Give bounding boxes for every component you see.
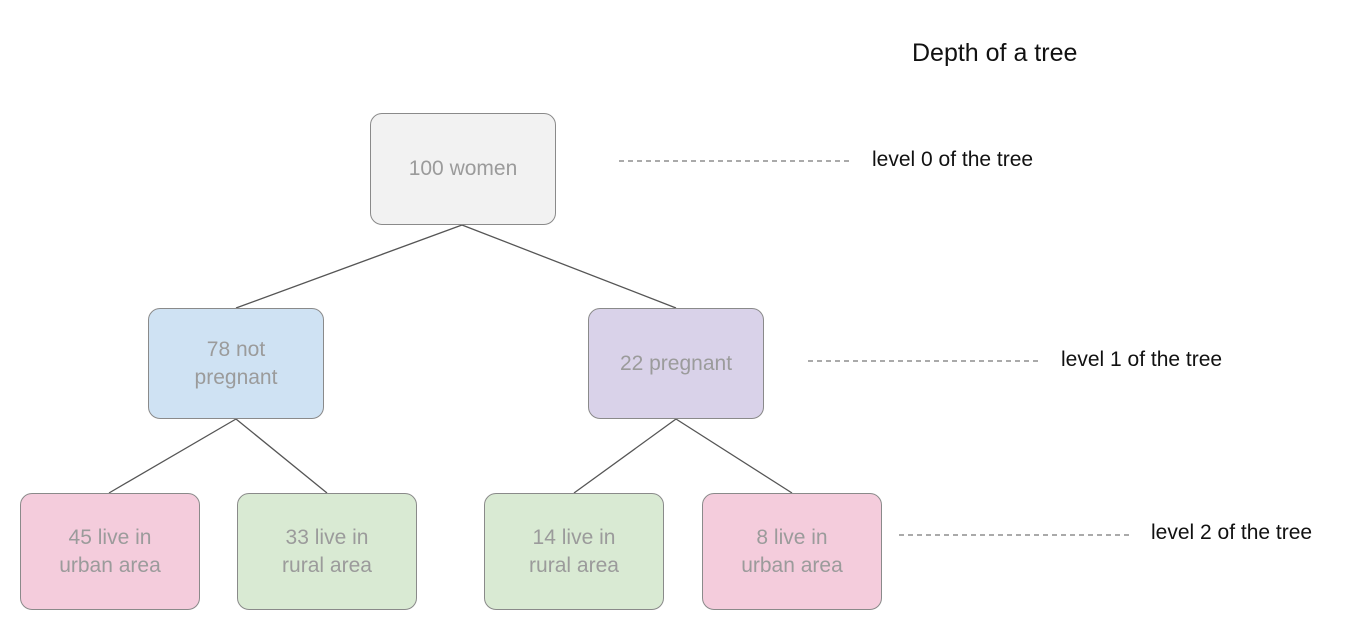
edge-root-to-pregnant xyxy=(461,224,677,309)
edge-pregnant-to-rural xyxy=(573,418,677,494)
node-not-pregnant-label: 78 not pregnant xyxy=(194,337,278,389)
node-not-pregnant-urban: 45 live in urban area xyxy=(20,493,200,610)
level-2-label: level 2 of the tree xyxy=(1151,521,1313,544)
node-pregnant-urban: 8 live in urban area xyxy=(702,493,882,610)
edge-not-pregnant-to-urban xyxy=(108,418,237,494)
diagram-title: Depth of a tree xyxy=(912,39,1078,67)
node-root: 100 women xyxy=(370,113,556,225)
node-pregnant: 22 pregnant xyxy=(588,308,764,419)
node-pregnant-rural-label: 14 live in rural area xyxy=(529,525,619,577)
level-1-label: level 1 of the tree xyxy=(1061,348,1223,371)
edge-pregnant-to-urban xyxy=(675,418,793,494)
node-pregnant-rural: 14 live in rural area xyxy=(484,493,664,610)
node-not-pregnant: 78 not pregnant xyxy=(148,308,324,419)
node-root-label: 100 women xyxy=(408,157,518,180)
node-not-pregnant-rural-label: 33 live in rural area xyxy=(282,525,372,577)
level-0-label: level 0 of the tree xyxy=(872,148,1034,171)
edge-root-to-not-pregnant xyxy=(235,224,463,309)
node-pregnant-urban-label: 8 live in urban area xyxy=(741,525,843,577)
edge-not-pregnant-to-rural xyxy=(235,418,328,494)
node-not-pregnant-urban-label: 45 live in urban area xyxy=(59,525,161,577)
node-not-pregnant-rural: 33 live in rural area xyxy=(237,493,417,610)
node-pregnant-label: 22 pregnant xyxy=(619,351,733,375)
